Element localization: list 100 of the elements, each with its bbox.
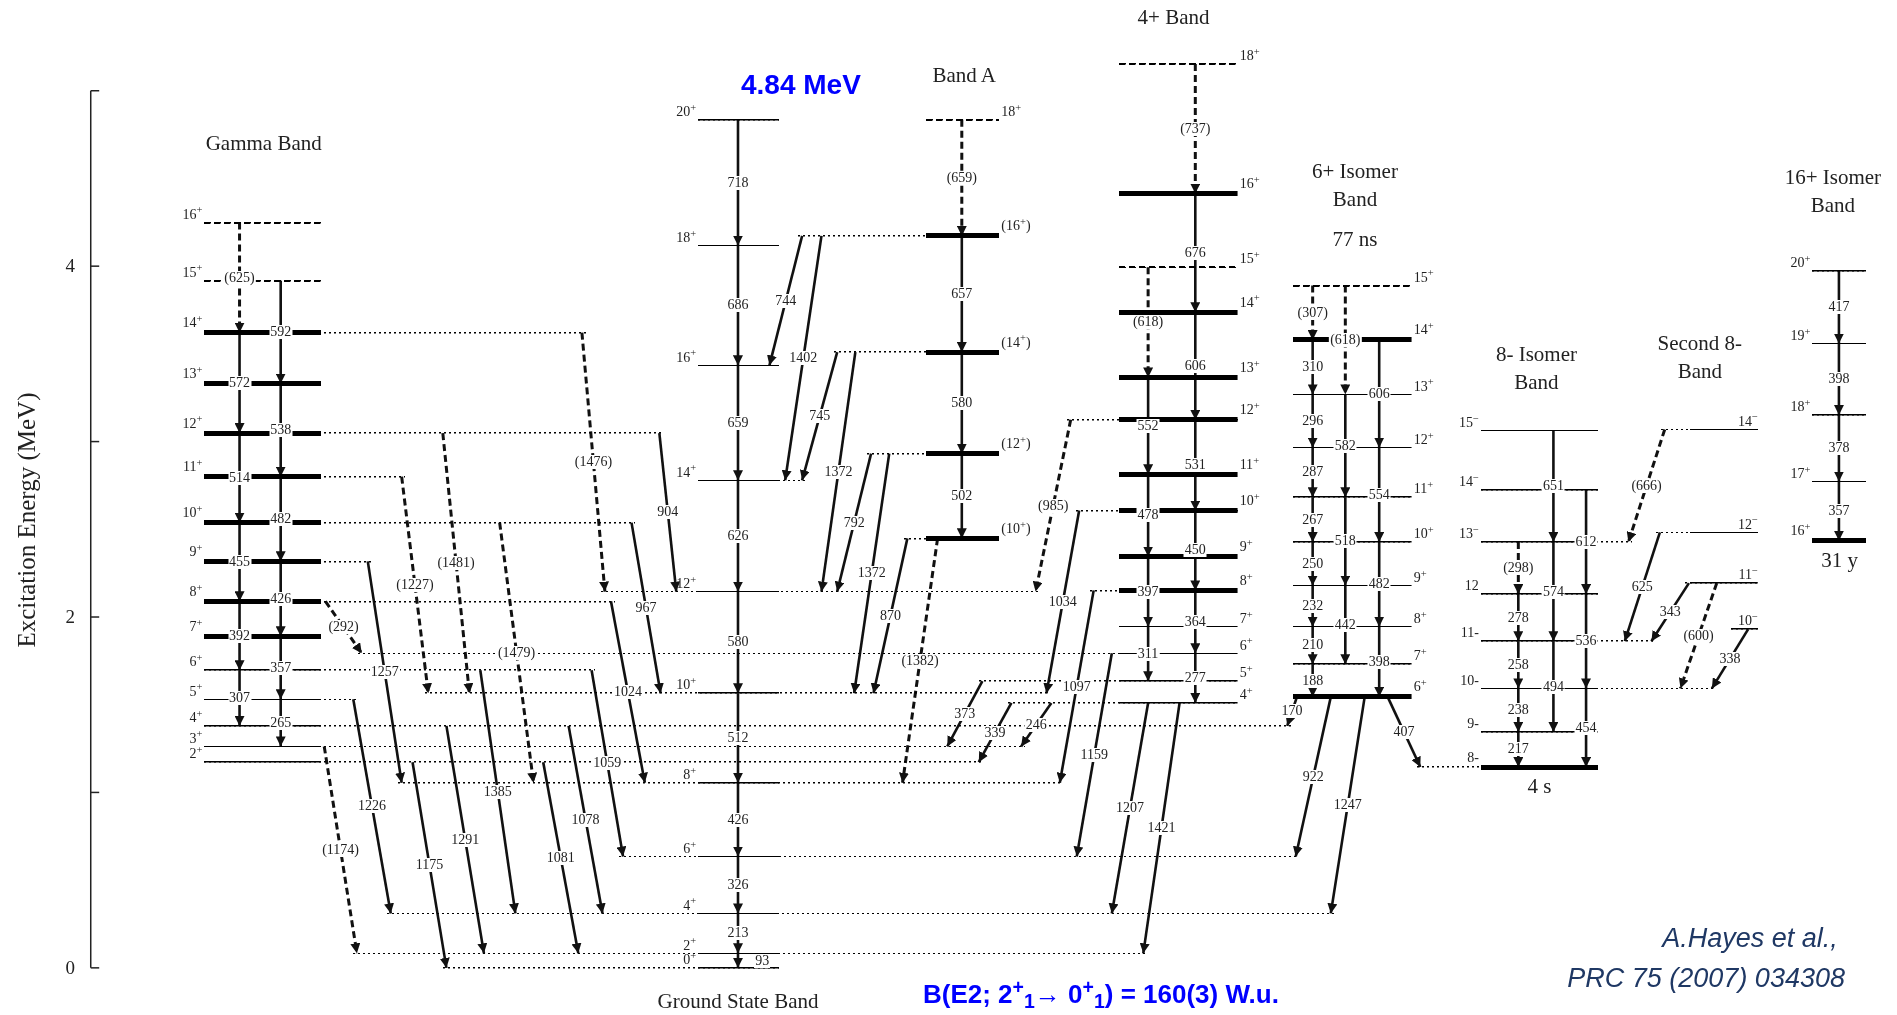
transition-arrow xyxy=(1340,585,1351,665)
transition-energy-label: 343 xyxy=(1658,605,1682,620)
transition-energy-label: 502 xyxy=(950,489,974,503)
transition-energy-label: 536 xyxy=(1574,634,1598,649)
spin-parity-label: 10$^{+}$ xyxy=(182,506,203,521)
transition-arrow xyxy=(609,601,648,783)
band-title: Gamma Band xyxy=(205,130,322,158)
spin-parity-label: 10$^{+}$ xyxy=(1239,494,1260,509)
axis-tick-label: 4 xyxy=(65,253,75,278)
transition-arrow xyxy=(1293,696,1333,857)
transition-arrow xyxy=(1581,594,1592,689)
transition-arrow xyxy=(234,522,245,602)
transition-arrow xyxy=(1374,447,1385,542)
axis-tick-label: 0 xyxy=(65,955,75,980)
transition-arrow xyxy=(1340,285,1351,395)
transition-energy-label: (307) xyxy=(1296,305,1329,320)
transition-arrow xyxy=(1327,696,1366,914)
transition-arrow xyxy=(1056,590,1095,783)
transition-energy-label: 378 xyxy=(1827,441,1851,456)
transition-energy-label: 1291 xyxy=(450,832,481,847)
transition-arrow xyxy=(1190,590,1201,654)
axis-tick-label: 2 xyxy=(65,604,75,629)
transition-arrow xyxy=(899,538,940,783)
energy-annotation: 4.84 MeV xyxy=(740,67,861,102)
transition-energy-label: 339 xyxy=(983,725,1007,740)
transition-arrow xyxy=(1190,312,1201,420)
half-life-label: 77 ns xyxy=(1332,225,1378,253)
transition-arrow xyxy=(1143,267,1154,378)
transition-arrow xyxy=(733,119,743,246)
transition-energy-label: 1059 xyxy=(592,756,623,771)
transition-energy-label: 606 xyxy=(1183,358,1207,373)
transition-energy-label: 210 xyxy=(1301,638,1325,653)
transition-energy-label: 455 xyxy=(228,554,252,569)
transition-arrow xyxy=(234,601,245,671)
transition-arrow xyxy=(1581,688,1592,768)
transition-arrow xyxy=(1139,702,1181,954)
transition-energy-label: 307 xyxy=(228,691,252,706)
transition-arrow xyxy=(733,365,743,481)
transition-energy-label: 278 xyxy=(1506,610,1530,625)
transition-arrow xyxy=(733,480,743,592)
transition-arrow xyxy=(1650,582,1690,642)
transition-arrow xyxy=(1043,510,1081,694)
transition-energy-label: 442 xyxy=(1333,617,1357,632)
transition-arrow xyxy=(580,332,609,592)
transition-energy-label: 232 xyxy=(1301,599,1325,614)
transition-energy-label: 287 xyxy=(1301,465,1325,480)
spin-parity-label: 13$^{+}$ xyxy=(1239,360,1260,375)
spin-parity-label: 6$^{+}$ xyxy=(189,655,203,670)
transition-energy-label: 574 xyxy=(1541,584,1565,599)
transition-arrow xyxy=(1833,343,1844,415)
spin-parity-label: 12 xyxy=(1464,579,1479,594)
transition-arrow xyxy=(733,856,743,914)
transition-arrow xyxy=(322,746,361,954)
spin-parity-label: 12$^{+}$ xyxy=(182,416,203,431)
transition-arrow xyxy=(498,522,538,783)
transition-energy-label: 311 xyxy=(1136,646,1160,661)
transition-arrow xyxy=(658,432,681,592)
transition-energy-label: 454 xyxy=(1574,720,1598,735)
transition-arrow xyxy=(799,351,839,481)
transition-energy-label: 572 xyxy=(228,375,252,390)
spin-parity-label: 8- xyxy=(1467,750,1479,765)
transition-arrow xyxy=(834,453,873,592)
transition-arrow xyxy=(733,591,743,694)
transition-arrow xyxy=(1626,429,1667,543)
spin-parity-label: (16$^{+}$) xyxy=(1001,219,1031,234)
transition-energy-label: 1372 xyxy=(856,566,887,581)
transition-energy-label: 1402 xyxy=(788,351,819,366)
spin-parity-label: 10$^{−}$ xyxy=(1737,614,1758,629)
transition-energy-label: 922 xyxy=(1301,769,1325,784)
transition-energy-label: 338 xyxy=(1718,651,1742,666)
transition-arrow xyxy=(956,453,967,539)
spin-parity-label: 12$^{+}$ xyxy=(676,576,697,591)
transition-arrow xyxy=(817,351,857,592)
transition-arrow xyxy=(1581,490,1592,594)
spin-parity-label: 9$^{+}$ xyxy=(1413,570,1427,585)
transition-energy-label: (625) xyxy=(223,270,256,285)
transition-energy-label: 188 xyxy=(1301,673,1325,688)
spin-parity-label: 14$^{−}$ xyxy=(1458,475,1479,490)
transition-arrow xyxy=(1307,394,1318,448)
spin-parity-label: 2$^{+}$ xyxy=(683,938,697,953)
spin-parity-label: 11- xyxy=(1460,626,1479,641)
transition-arrow xyxy=(1143,377,1154,475)
spin-parity-label: 12$^{−}$ xyxy=(1737,517,1758,532)
transition-energy-label: 326 xyxy=(726,878,750,892)
spin-parity-label: 16$^{+}$ xyxy=(1239,177,1260,192)
transition-energy-label: 1024 xyxy=(612,685,643,699)
transition-arrow xyxy=(441,432,474,694)
transition-energy-label: 1372 xyxy=(823,464,854,479)
transition-arrow xyxy=(1307,585,1318,627)
transition-arrow xyxy=(1374,339,1385,448)
transition-arrow xyxy=(1190,193,1201,313)
transition-arrow xyxy=(1307,285,1318,340)
transition-arrow xyxy=(1340,394,1351,498)
transition-energy-label: 904 xyxy=(656,505,680,520)
transition-energy-label: 792 xyxy=(842,515,866,530)
transition-arrow xyxy=(767,235,804,366)
transition-arrow xyxy=(1032,419,1073,592)
spin-parity-label: 0$^{+}$ xyxy=(683,953,697,968)
spin-parity-label: 13$^{−}$ xyxy=(1458,527,1479,542)
transition-arrow xyxy=(234,332,245,434)
